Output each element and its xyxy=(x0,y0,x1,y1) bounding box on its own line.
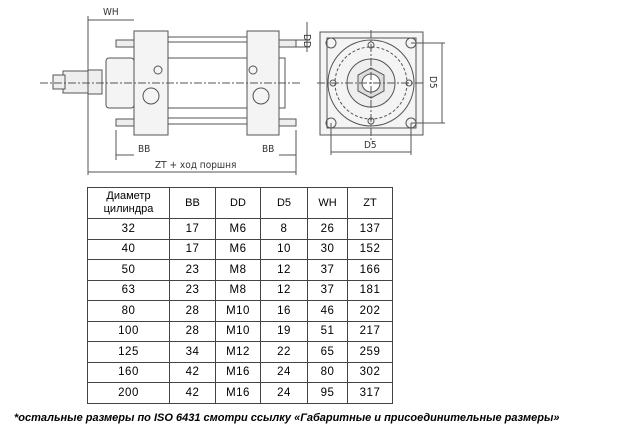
table-cell: 17 xyxy=(169,218,216,240)
table-cell: 40 xyxy=(87,238,170,260)
table-cell: 317 xyxy=(347,382,393,404)
footnote: *остальные размеры по ISO 6431 смотри сс… xyxy=(14,412,560,424)
cylinder-technical-drawing: WH BB BB ZT + ход поршня DD D5 D5 xyxy=(40,7,445,175)
table-cell: 28 xyxy=(169,320,216,342)
table-cell: 65 xyxy=(307,341,348,363)
table-cell: 125 xyxy=(87,341,170,363)
table-cell: 217 xyxy=(347,320,393,342)
table-cell: M16 xyxy=(215,382,261,404)
front-view xyxy=(317,30,425,140)
header-d5: D5 xyxy=(260,187,308,219)
table-cell: 12 xyxy=(260,259,308,281)
table-cell: 12 xyxy=(260,279,308,301)
table-cell: 137 xyxy=(347,218,393,240)
table-cell: M8 xyxy=(215,279,261,301)
table-cell: 46 xyxy=(307,300,348,322)
table-cell: 200 xyxy=(87,382,170,404)
table-cell: 181 xyxy=(347,279,393,301)
header-bb: BB xyxy=(169,187,216,219)
table-cell: 80 xyxy=(307,361,348,383)
bb-right-label: BB xyxy=(262,144,274,155)
wh-label: WH xyxy=(103,7,119,18)
table-cell: 16 xyxy=(260,300,308,322)
table-cell: 42 xyxy=(169,382,216,404)
table-cell: 17 xyxy=(169,238,216,260)
header-diameter-line1: Диаметр xyxy=(106,190,151,202)
table-cell: 24 xyxy=(260,361,308,383)
header-diameter-line2: цилиндра xyxy=(103,203,154,215)
table-cell: 37 xyxy=(307,279,348,301)
table-cell: 22 xyxy=(260,341,308,363)
table-cell: 80 xyxy=(87,300,170,322)
table-cell: 37 xyxy=(307,259,348,281)
table-cell: 30 xyxy=(307,238,348,260)
table-cell: 95 xyxy=(307,382,348,404)
side-view xyxy=(40,30,300,136)
dd-label: DD xyxy=(301,34,312,48)
table-cell: M10 xyxy=(215,320,261,342)
table-cell: 63 xyxy=(87,279,170,301)
table-cell: 23 xyxy=(169,279,216,301)
table-cell: M12 xyxy=(215,341,261,363)
zt-label: ZT + ход поршня xyxy=(155,160,236,171)
bb-left-label: BB xyxy=(138,144,150,155)
table-cell: 10 xyxy=(260,238,308,260)
table-cell: 51 xyxy=(307,320,348,342)
table-cell: 23 xyxy=(169,259,216,281)
table-cell: M6 xyxy=(215,218,261,240)
header-dd: DD xyxy=(215,187,261,219)
table-cell: M8 xyxy=(215,259,261,281)
table-cell: 166 xyxy=(347,259,393,281)
table-cell: 259 xyxy=(347,341,393,363)
table-cell: 50 xyxy=(87,259,170,281)
table-cell: 24 xyxy=(260,382,308,404)
table-cell: 28 xyxy=(169,300,216,322)
table-cell: 19 xyxy=(260,320,308,342)
table-cell: 8 xyxy=(260,218,308,240)
table-cell: 160 xyxy=(87,361,170,383)
table-cell: 34 xyxy=(169,341,216,363)
table-cell: 100 xyxy=(87,320,170,342)
d5-horizontal-label: D5 xyxy=(364,140,377,151)
table-cell: 302 xyxy=(347,361,393,383)
table-cell: 202 xyxy=(347,300,393,322)
table-cell: 26 xyxy=(307,218,348,240)
table-cell: M16 xyxy=(215,361,261,383)
table-cell: 42 xyxy=(169,361,216,383)
table-cell: 152 xyxy=(347,238,393,260)
header-zt: ZT xyxy=(347,187,393,219)
table-cell: M6 xyxy=(215,238,261,260)
d5-vertical-label: D5 xyxy=(427,76,438,89)
header-wh: WH xyxy=(307,187,348,219)
table-cell: 32 xyxy=(87,218,170,240)
table-cell: M10 xyxy=(215,300,261,322)
